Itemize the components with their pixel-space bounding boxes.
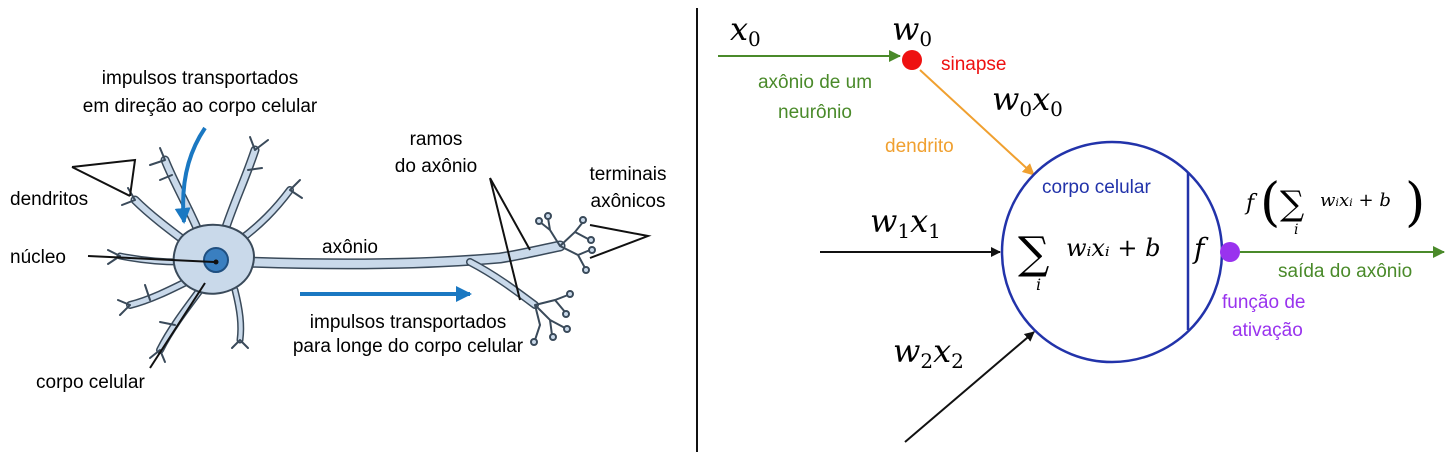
w0-label: w0 bbox=[892, 10, 932, 51]
dendrites-label: dendritos bbox=[10, 189, 88, 210]
label-leader-lines bbox=[71, 158, 652, 369]
axon-shape bbox=[239, 240, 566, 309]
synapse-label: sinapse bbox=[941, 54, 1007, 75]
impulses-in-label-line2: em direção ao corpo celular bbox=[83, 96, 318, 117]
axon-from-neuron-label-line2: neurônio bbox=[778, 102, 852, 123]
cell-body-label: corpo celular bbox=[36, 372, 145, 393]
f-symbol: f bbox=[1192, 232, 1209, 265]
axon-terminals-label-line2: axônicos bbox=[591, 191, 666, 212]
activation-formula-sum: ∑ bbox=[1280, 184, 1304, 224]
w1x1-label: w1x1 bbox=[870, 202, 941, 243]
activation-formula-f: f bbox=[1244, 191, 1258, 216]
sum-body: wᵢxᵢ + b bbox=[1066, 234, 1160, 262]
dendrite-label: dendrito bbox=[885, 136, 954, 157]
activation-function-label-line2: ativação bbox=[1232, 320, 1303, 341]
w2x2-input-arrow bbox=[904, 331, 1035, 443]
nucleus-label: núcleo bbox=[10, 247, 66, 268]
w0x0-label: w0x0 bbox=[992, 80, 1063, 121]
x0-label: x0 bbox=[730, 10, 761, 51]
output-axon-label: saída do axônio bbox=[1278, 261, 1412, 282]
activation-function-label-line1: função de bbox=[1222, 292, 1305, 313]
axon-from-neuron-label-line1: axônio de um bbox=[758, 72, 872, 93]
activation-formula-body: wᵢxᵢ + b bbox=[1320, 190, 1391, 211]
dendrite-arrow bbox=[919, 69, 1035, 176]
axon-label: axônio bbox=[322, 237, 378, 258]
axon-branches-label-line1: ramos bbox=[410, 129, 463, 150]
sum-index: i bbox=[1036, 275, 1041, 294]
synapse-dot bbox=[902, 50, 922, 70]
artificial-neuron-panel: x0 w0 w0x0 w1x1 w2x2 ∑ i wᵢxᵢ + b f f ( … bbox=[718, 10, 1445, 443]
activation-formula-open-paren: ( bbox=[1260, 173, 1280, 233]
cell-body-label: corpo celular bbox=[1042, 177, 1151, 198]
biological-neuron-panel: impulsos transportados em direção ao cor… bbox=[10, 68, 667, 393]
activation-formula-index: i bbox=[1294, 222, 1298, 238]
impulses-in-label-line1: impulsos transportados bbox=[102, 68, 298, 89]
sum-symbol: ∑ bbox=[1018, 228, 1049, 279]
activation-formula-close-paren: ) bbox=[1405, 173, 1425, 233]
activation-dot bbox=[1220, 242, 1240, 262]
axon-terminals-label-line1: terminais bbox=[589, 164, 666, 185]
w2x2-label: w2x2 bbox=[893, 332, 964, 373]
axon-branches-label-line2: do axônio bbox=[395, 156, 477, 177]
impulses-out-label-line1: impulsos transportados bbox=[310, 312, 506, 333]
impulse-in-arrow bbox=[174, 126, 207, 224]
axon-terminals-shape bbox=[530, 212, 596, 346]
impulses-out-label-line2: para longe do corpo celular bbox=[293, 336, 524, 357]
